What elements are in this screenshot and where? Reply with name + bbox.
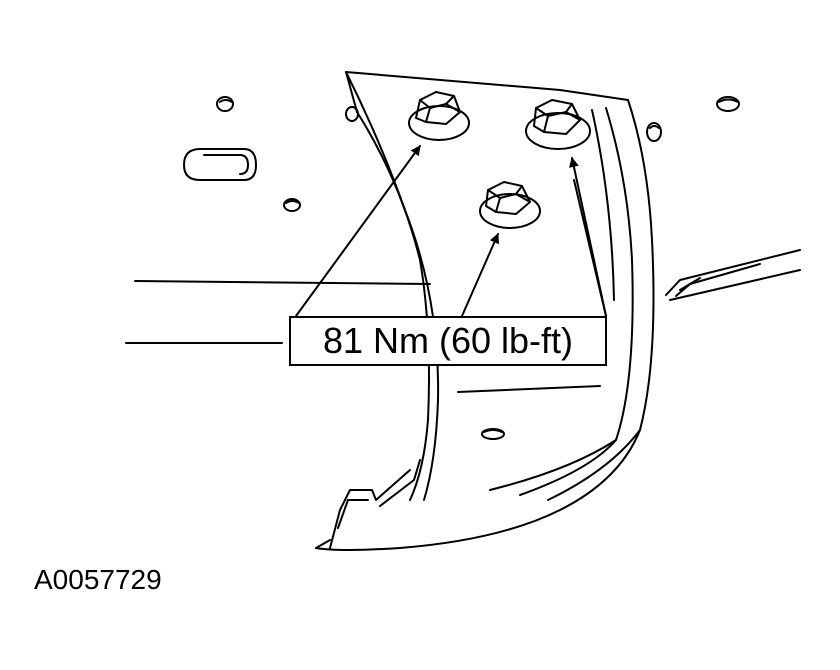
flange-bolt-2: [525, 99, 591, 150]
leader-arrow-bolt-2: [569, 157, 607, 317]
leader-arrows: [295, 145, 607, 317]
figure-reference-number: A0057729: [34, 564, 162, 595]
flange-bolt-3: [479, 181, 541, 229]
bracket-body: [315, 71, 655, 551]
side-brace: [646, 96, 801, 301]
flange-bolt-1: [408, 91, 470, 141]
torque-spec-callout: 81 Nm (60 lb-ft): [289, 316, 607, 366]
torque-spec-label: 81 Nm (60 lb-ft): [322, 320, 574, 361]
leader-arrow-bolt-1: [295, 145, 421, 317]
leader-arrow-bolt-3: [461, 233, 499, 317]
lower-slot-hole: [481, 428, 505, 440]
frame-rail-lines: [125, 280, 601, 393]
mounting-holes-left: [183, 96, 359, 212]
